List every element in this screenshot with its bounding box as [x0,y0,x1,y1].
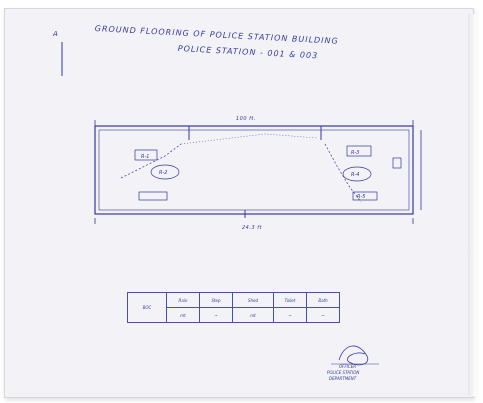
room-label-2: R-2 [159,170,167,176]
legend-cell: mt [166,307,200,323]
path-line-right [324,143,362,203]
legend-cell: ~ [273,307,307,323]
room-label-3: R-3 [351,150,359,156]
paper-edge [468,14,476,396]
legend-header: Step [199,292,233,308]
fixture-6 [392,157,402,169]
legend-key: BOC [127,292,167,323]
room-label-5: R-5 [357,194,365,200]
legend-header: Toilet [273,292,307,308]
fixture-7 [352,191,378,201]
fixture-5 [342,166,372,182]
fixture-1 [134,149,158,161]
stamp-line-1: OFFICER [339,364,357,369]
paper-sheet [4,8,474,398]
legend-header: Rain [166,292,200,308]
legend-row: BOC Rain Step Shed Toilet Bath [127,292,340,323]
dimension-ticks [94,120,422,224]
legend-cell: ~ [306,307,340,323]
legend-header: Shed [232,292,274,308]
legend-header: Bath [306,292,340,308]
legend-table: BOC Rain Step Shed Toilet Bath mt ~ mt ~… [127,292,340,323]
title-prefix: A [53,30,59,38]
path-line-left [120,143,182,179]
inner-wall [98,129,410,211]
outer-wall [94,125,414,215]
margin-mark [61,42,63,76]
bottom-dimension: 24.3 ft [242,225,262,231]
legend-cell: mt [232,307,274,323]
fixture-3 [150,164,180,180]
official-stamp: OFFICER POLICE STATION DEPARTMENT [309,338,399,386]
stamp-line-3: DEPARTMENT [329,376,357,381]
signature-scribble [331,345,379,366]
fixture-4 [346,145,372,157]
fixture-2 [138,191,168,201]
room-label-4: R-4 [351,172,359,178]
floor-plan: R-1 R-2 R-3 R-4 R-5 [94,120,422,224]
legend-row: mt ~ mt ~ ~ [128,307,340,323]
legend-cell: ~ [199,307,233,323]
stamp-line-2: POLICE STATION [327,370,360,375]
path-line-top [180,133,318,145]
room-label-1: R-1 [141,154,149,160]
top-dimension: 100 ft. [236,116,256,122]
